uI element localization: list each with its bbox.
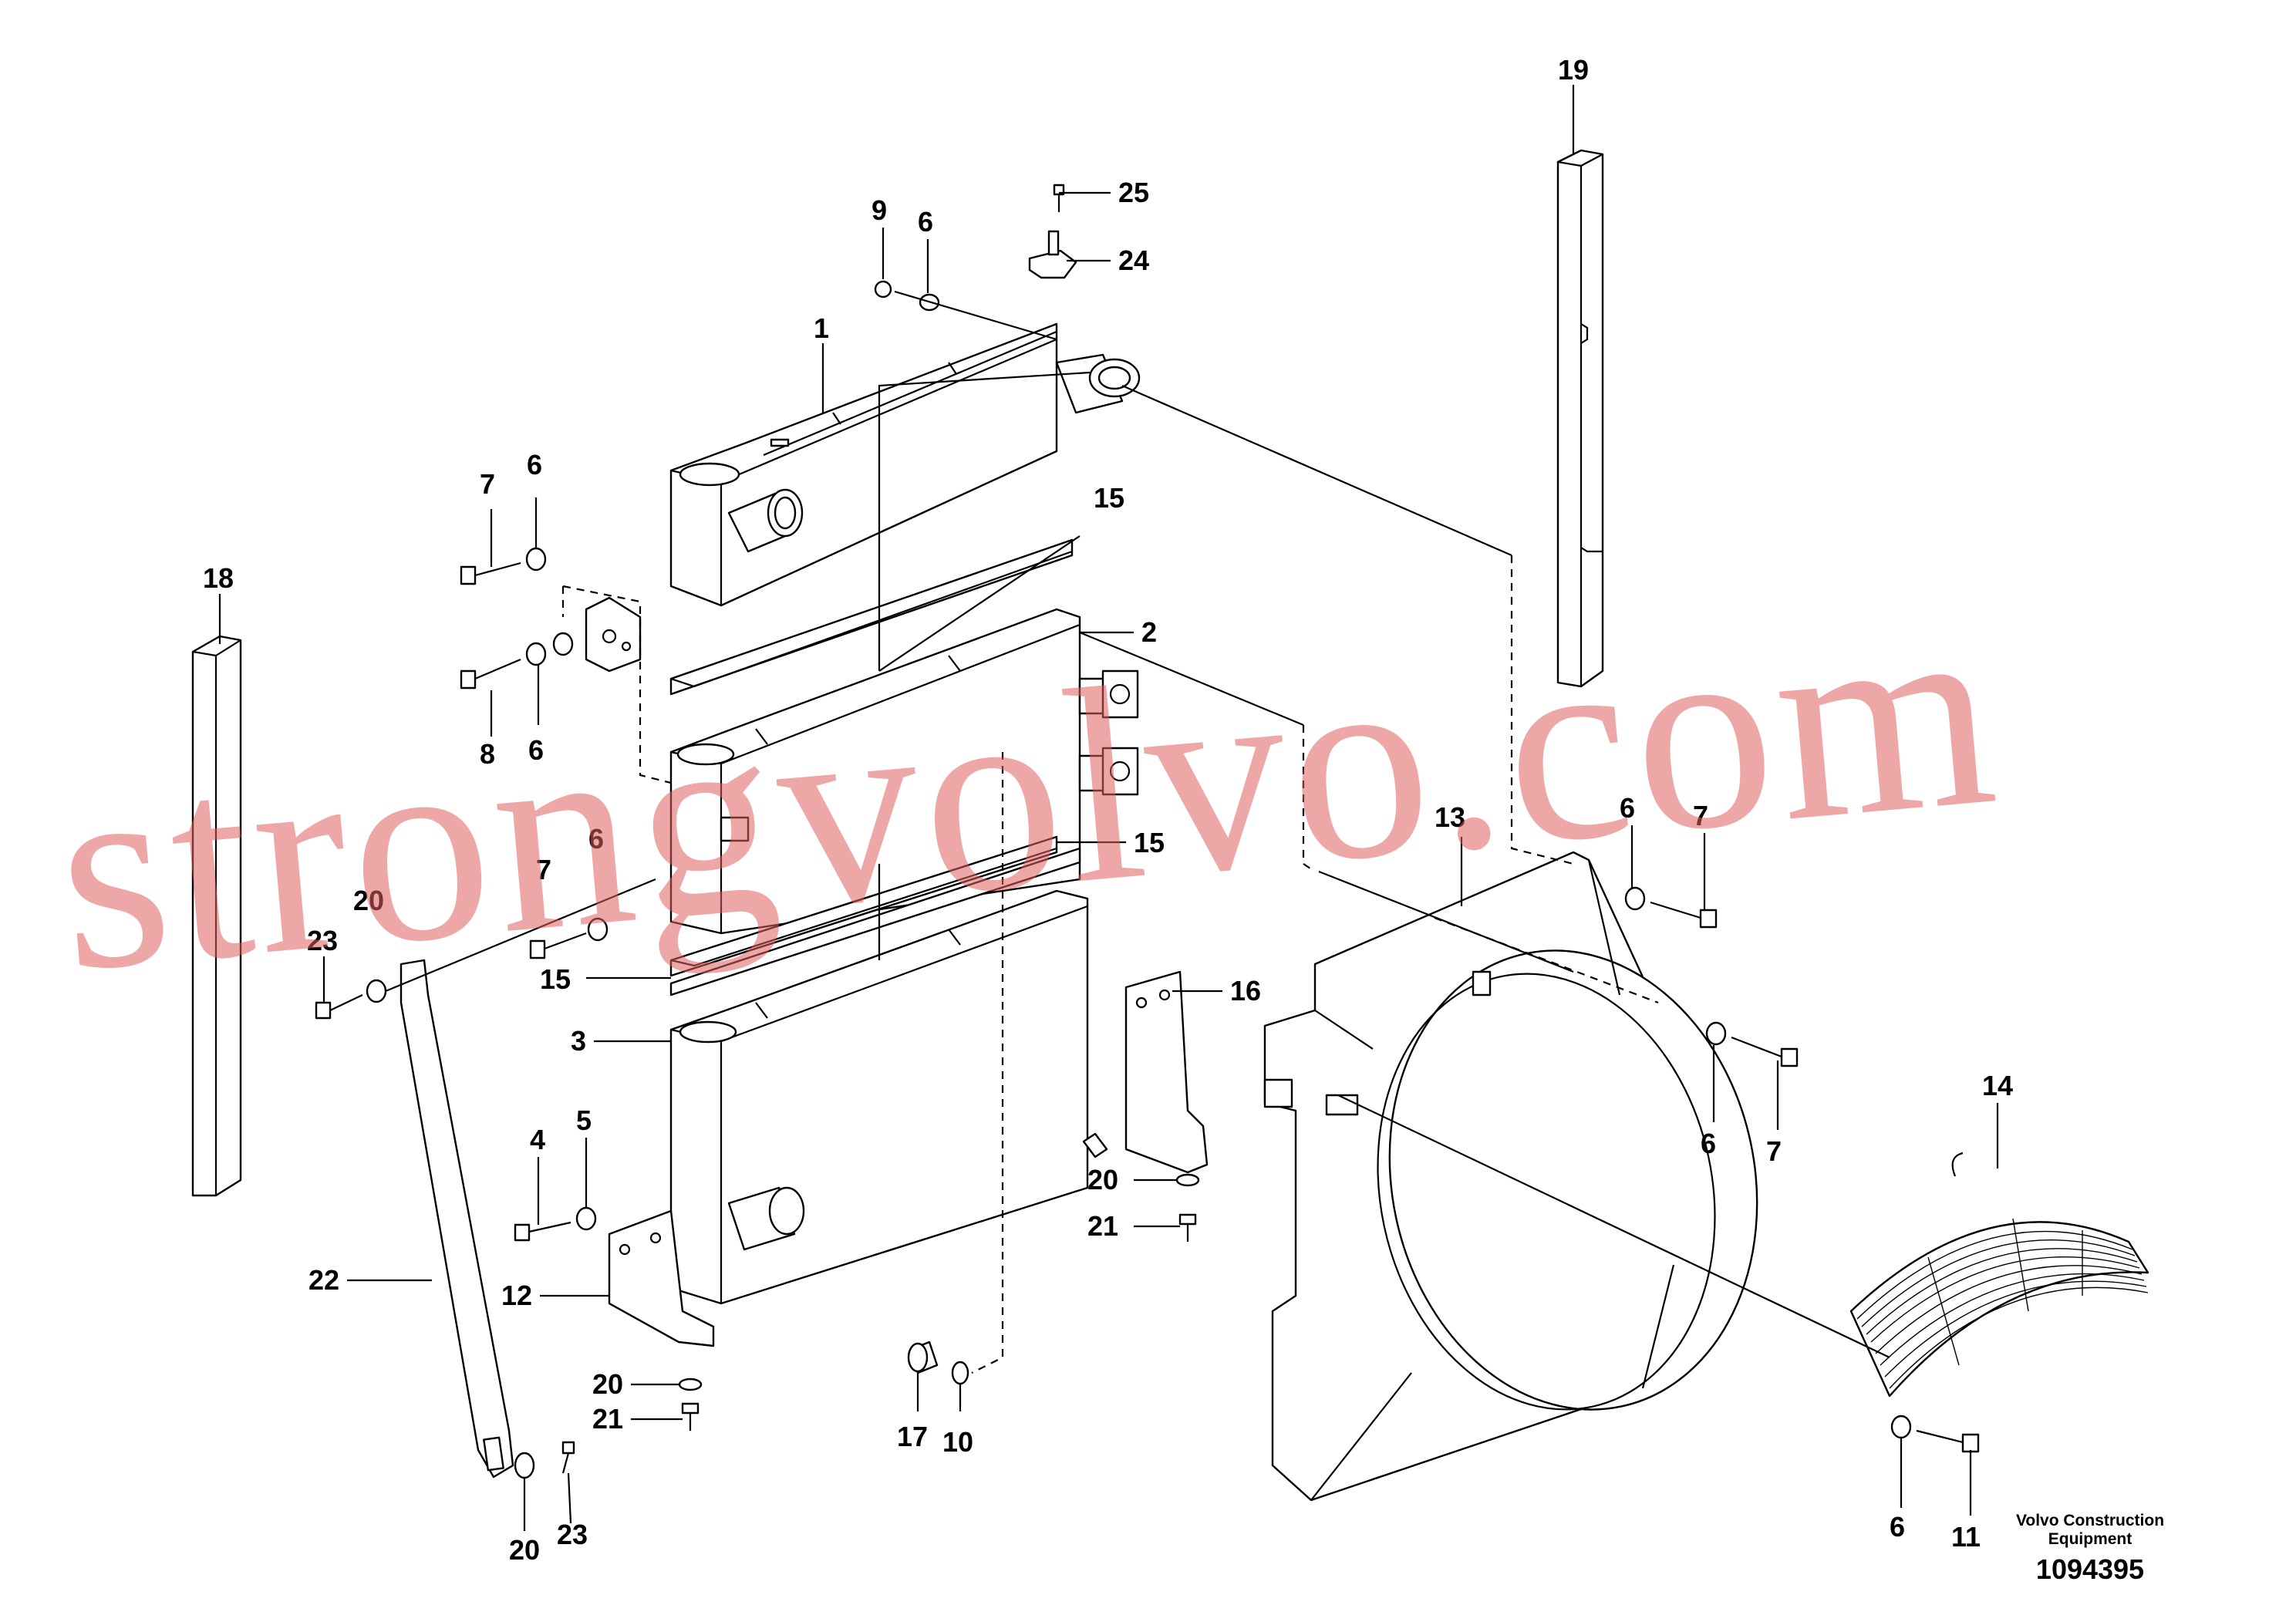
- washer-20-bolt-21-left: [678, 1378, 703, 1431]
- callout-3: 3: [571, 1025, 586, 1057]
- sensor-24: [1028, 230, 1077, 279]
- screw-25: [1053, 184, 1065, 212]
- callout-21-right: 21: [1087, 1210, 1118, 1242]
- callout-7-mid-left: 7: [536, 854, 551, 885]
- bolt-23-upper: [315, 979, 387, 1020]
- seal-strip-15-middle: [669, 835, 1081, 996]
- bracket-16: [1124, 970, 1209, 1174]
- callout-21-left: 21: [592, 1403, 623, 1435]
- bolt-7-middle-left: [529, 917, 609, 959]
- callout-23-bottom: 23: [557, 1519, 588, 1550]
- callout-17: 17: [897, 1421, 928, 1452]
- callout-6-upper-left: 6: [527, 449, 542, 481]
- bolt-7-shroud-top: [1624, 886, 1718, 929]
- publisher-credit: Volvo Construction Equipment 1094395: [1974, 1512, 2206, 1586]
- callout-13: 13: [1435, 801, 1465, 833]
- callout-8: 8: [480, 738, 495, 770]
- callout-12: 12: [501, 1280, 532, 1311]
- callout-4: 4: [530, 1124, 545, 1155]
- callout-25: 25: [1118, 177, 1149, 208]
- fan-guard-14: [1849, 1152, 2149, 1398]
- callout-23-left: 23: [307, 925, 338, 956]
- bolt-7-upper-left: [460, 547, 547, 585]
- strip-18: [191, 635, 242, 1197]
- callout-6-bottom: 6: [1890, 1511, 1905, 1543]
- bolt-8: [460, 632, 574, 690]
- callout-16: 16: [1230, 975, 1261, 1007]
- bolt-7-shroud-middle: [1705, 1021, 1799, 1067]
- callout-20-bottom: 20: [509, 1534, 540, 1566]
- strip-19: [1556, 149, 1604, 688]
- cooler-3: [669, 889, 1108, 1305]
- plug-17-washer-10: [907, 1340, 969, 1385]
- callout-2: 2: [1141, 616, 1157, 648]
- mounting-plate: [585, 596, 642, 673]
- bracket-12: [608, 1209, 715, 1347]
- callout-7-shroud-mid: 7: [1766, 1135, 1782, 1167]
- cooler-1: [669, 322, 1141, 607]
- washer-20-bolt-23-lower: [514, 1441, 575, 1479]
- callout-6-shroud-top: 6: [1620, 792, 1635, 824]
- callout-20-right: 20: [1087, 1164, 1118, 1195]
- callout-6-left-lower: 6: [528, 734, 544, 766]
- credit-line-2: Equipment: [2048, 1530, 2132, 1548]
- assembly-lines: [385, 290, 1890, 1374]
- callout-15-lower: 15: [540, 963, 571, 995]
- bolt-11-washer-6: [1890, 1415, 1980, 1453]
- seal-strip-15-upper: [669, 538, 1074, 696]
- washer-20-bolt-21-right: [1175, 1173, 1200, 1242]
- stay-bar-22: [400, 959, 514, 1479]
- callout-19: 19: [1558, 54, 1589, 86]
- bolt-4-washer-5: [514, 1206, 597, 1242]
- cooler-2: [669, 608, 1139, 935]
- callout-6-shroud-mid: 6: [1701, 1128, 1716, 1159]
- callout-24: 24: [1118, 244, 1149, 276]
- callout-labels: 1 25 24 9 6 7 6 15 18 19 2 8 6 13 6 7 6 …: [203, 54, 2013, 1566]
- callout-6-top: 6: [918, 206, 933, 238]
- callout-20-left-top: 20: [353, 885, 384, 916]
- leader-lines: [218, 85, 1999, 1531]
- callout-10: 10: [942, 1426, 973, 1458]
- callout-1: 1: [814, 312, 829, 344]
- callout-22: 22: [308, 1264, 339, 1296]
- callout-6-mid-left: 6: [588, 823, 604, 855]
- callout-7-shroud-top: 7: [1693, 800, 1708, 831]
- credit-line-1: Volvo Construction: [2015, 1512, 2165, 1529]
- callout-15-upper: 15: [1094, 482, 1124, 514]
- callout-18: 18: [203, 562, 234, 594]
- callout-15-middle: 15: [1134, 827, 1165, 858]
- callout-11: 11: [1951, 1521, 1981, 1553]
- callout-5: 5: [576, 1104, 592, 1136]
- callout-14: 14: [1982, 1070, 2013, 1101]
- callout-7-upper-left: 7: [480, 468, 495, 500]
- drawing-number: 1094395: [2035, 1553, 2145, 1585]
- callout-9: 9: [872, 194, 887, 226]
- fan-shroud-13: [1263, 851, 1758, 1502]
- callout-20-left-bottom: 20: [592, 1368, 623, 1400]
